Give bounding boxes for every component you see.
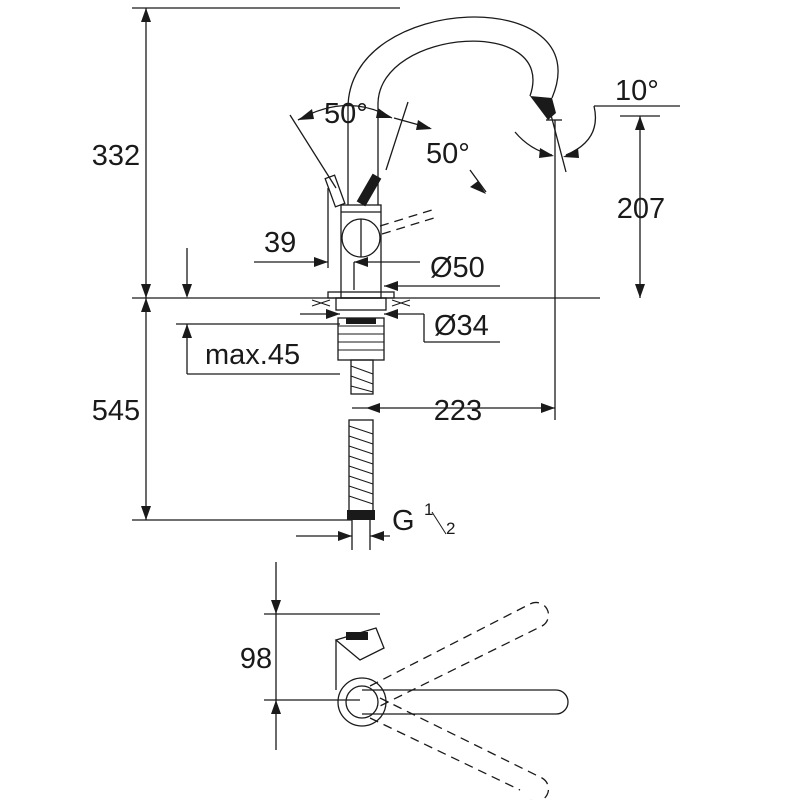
lever-angle-left-label: 50° <box>324 98 368 130</box>
height-above-deck-label: 332 <box>92 140 140 172</box>
outlet-height-dimension <box>620 115 660 298</box>
spout <box>347 16 562 205</box>
body-diameter-dimension <box>353 262 500 291</box>
connection-thread-label: G <box>392 505 415 537</box>
lever-angle-indicator <box>289 101 487 194</box>
height-below-deck-label: 545 <box>92 395 140 427</box>
reach-dimension <box>352 120 556 420</box>
connection-thread-den: 2 <box>446 519 455 538</box>
deck-thickness-dimension <box>176 248 340 375</box>
supply-hoses <box>347 359 375 550</box>
connection-dimension <box>296 531 390 541</box>
faucet-body <box>324 173 435 299</box>
max-deck-thickness-label: max.45 <box>205 339 300 371</box>
top-view-depth-dimension <box>264 562 380 750</box>
lever-offset-dimension <box>254 188 420 268</box>
mount-hole-diameter-dimension <box>300 309 500 343</box>
top-view-depth-label: 98 <box>240 643 272 675</box>
connection-thread-num: 1 <box>424 500 433 519</box>
base-flange <box>311 291 411 311</box>
reach-label: 223 <box>434 395 482 427</box>
mount-hole-diameter-label: Ø34 <box>434 310 489 342</box>
lever-angle-right-label: 50° <box>426 138 470 170</box>
lever-offset-label: 39 <box>264 227 296 259</box>
body-diameter-label: Ø50 <box>430 252 485 284</box>
spout-tilt-label: 10° <box>615 75 659 107</box>
spout-tilt-indicator <box>514 105 680 173</box>
top-view-faucet <box>334 601 569 800</box>
outlet-height-label: 207 <box>617 193 665 225</box>
threaded-shank <box>337 317 385 361</box>
